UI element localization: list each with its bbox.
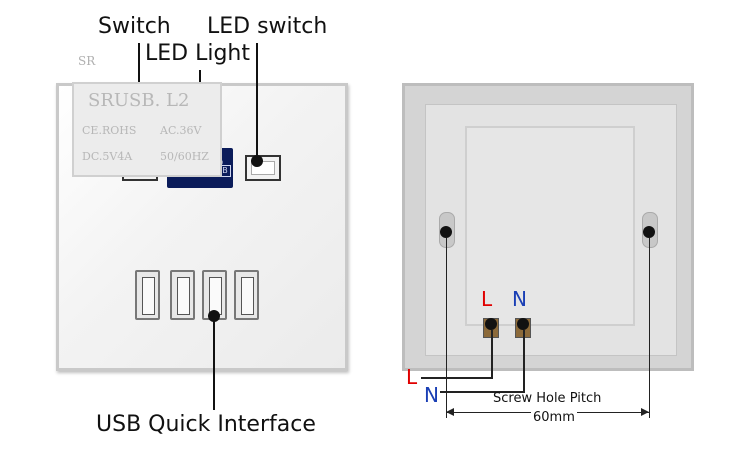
model-top-text: SR (78, 54, 96, 68)
wire-l-vertical (491, 330, 493, 378)
usb-callout-dot (208, 310, 220, 322)
led-switch-callout-dot (251, 155, 263, 167)
wire-n-horizontal (440, 391, 525, 393)
screw-hole-pitch-label: Screw Hole Pitch (493, 391, 602, 406)
back-panel (402, 83, 694, 371)
usb-port-2 (170, 270, 195, 320)
pitch-right-extension (649, 238, 650, 418)
pitch-left-extension (446, 238, 447, 418)
left-screw-dot (440, 226, 452, 238)
usb-port-1 (135, 270, 160, 320)
wire-label-l: L (406, 365, 418, 389)
usb-callout-line (213, 315, 215, 410)
model-text: SRUSB. L2 (88, 90, 190, 111)
back-housing (465, 126, 635, 326)
terminal-live-dot (485, 318, 497, 330)
label-switch: Switch (98, 14, 171, 39)
wire-n-vertical (523, 330, 525, 392)
back-spec-label: SR SRUSB. L2 CE.ROHS AC.36V DC.5V4A 50/6… (72, 54, 222, 177)
pitch-arrow-left-icon (446, 408, 454, 416)
pitch-value-label: 60mm (531, 410, 577, 425)
terminal-label-l: L (481, 287, 493, 311)
spec-ce-rohs: CE.ROHS (82, 124, 137, 137)
led-switch-callout-line (256, 43, 258, 163)
spec-dc: DC.5V4A (82, 150, 133, 163)
label-led-switch: LED switch (207, 14, 328, 39)
usb-port-4 (234, 270, 259, 320)
pitch-arrow-right-icon (641, 408, 649, 416)
terminal-label-n: N (512, 287, 527, 311)
label-led-light: LED Light (145, 41, 250, 66)
label-usb-quick-interface: USB Quick Interface (96, 412, 316, 437)
spec-ac: AC.36V (160, 124, 202, 137)
wire-label-n: N (424, 383, 439, 407)
terminal-neutral-dot (517, 318, 529, 330)
right-screw-dot (643, 226, 655, 238)
wire-l-horizontal (421, 377, 493, 379)
spec-hz: 50/60HZ (160, 150, 209, 163)
